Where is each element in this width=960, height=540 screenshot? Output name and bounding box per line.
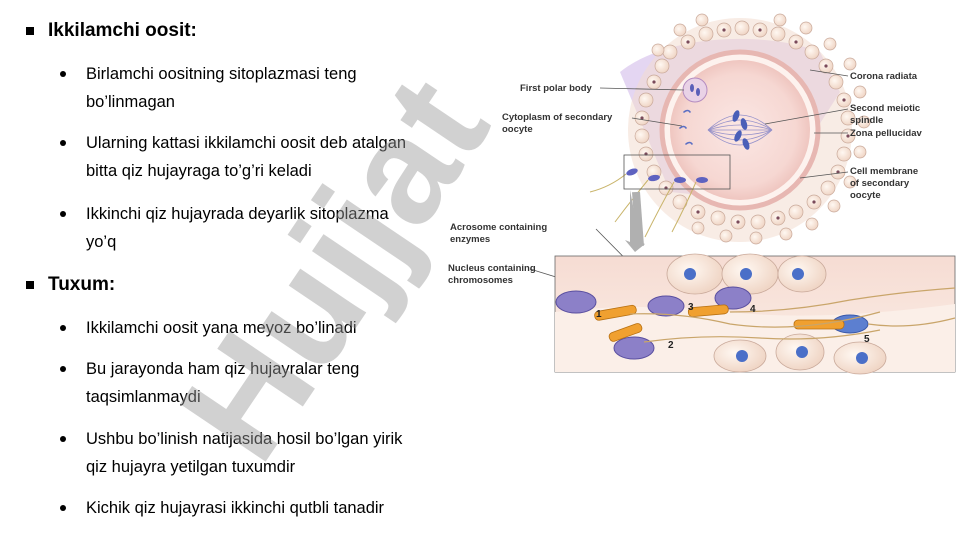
- square-bullet-icon: [26, 281, 34, 289]
- bullet-icon: [60, 211, 66, 217]
- zoom-box: [623, 154, 731, 190]
- bullet-icon: [60, 71, 66, 77]
- label-acrosome-line2: enzymes: [450, 234, 490, 245]
- list-item-text: Birlamchi oositning sitoplazmasi teng bo…: [86, 65, 357, 111]
- label-second-meiotic-line1: Second meiotic: [850, 103, 920, 114]
- label-corona-radiata: Corona radiata: [850, 71, 918, 82]
- list-item: Kichik qiz hujayrasi ikkinchi qutbli tan…: [60, 494, 410, 522]
- label-nucleus-line2: chromosomes: [448, 275, 513, 286]
- section-heading-text: Ikkilamchi oosit:: [48, 20, 197, 41]
- list-item-text: Ushbu bo’linish natijasida hosil bo’lgan…: [86, 430, 403, 476]
- bullet-icon: [60, 436, 66, 442]
- detail-panel: 1 2 3 4 5: [554, 253, 956, 375]
- list-item-text: Bu jarayonda ham qiz hujayralar teng taq…: [86, 360, 360, 406]
- label-cytoplasm-line1: Cytoplasm of secondary: [502, 112, 613, 123]
- label-cell-membrane-line1: Cell membrane: [850, 166, 918, 177]
- label-cytoplasm-line2: oocyte: [502, 124, 533, 135]
- label-zona-pellucida: Zona pellucidav: [850, 128, 923, 139]
- step-number-1: 1: [596, 309, 602, 320]
- step-number-2: 2: [668, 340, 674, 351]
- label-second-meiotic-line2: spindle: [850, 115, 883, 126]
- list-item: Ularning kattasi ikkilamchi oosit deb at…: [60, 129, 410, 185]
- oocyte-diagram: [589, 13, 871, 245]
- section-heading-text: Tuxum:: [48, 274, 116, 295]
- bullet-icon: [60, 366, 66, 372]
- step-number-3: 3: [688, 302, 694, 313]
- list-item: Bu jarayonda ham qiz hujayralar teng taq…: [60, 355, 410, 411]
- list-item: Ikkilamchi oosit yana meyoz bo’linadi: [60, 314, 410, 342]
- step-number-5: 5: [864, 334, 870, 345]
- square-bullet-icon: [26, 27, 34, 35]
- bullet-icon: [60, 505, 66, 511]
- label-nucleus-line1: Nucleus containing: [448, 263, 536, 274]
- section-heading-ikkilamchi-oosit: Ikkilamchi oosit:: [26, 20, 197, 42]
- list-item-text: Ikkinchi qiz hujayrada deyarlik sitoplaz…: [86, 205, 389, 251]
- list-item: Ushbu bo’linish natijasida hosil bo’lgan…: [60, 425, 410, 481]
- section-heading-tuxum: Tuxum:: [26, 274, 115, 296]
- step-number-4: 4: [750, 304, 756, 315]
- text-content: Ikkilamchi oosit: Birlamchi oositning si…: [0, 0, 440, 540]
- fertilization-figure: First polar body Cytoplasm of secondary …: [448, 13, 956, 375]
- list-item-text: Ularning kattasi ikkilamchi oosit deb at…: [86, 134, 407, 180]
- list-item: Birlamchi oositning sitoplazmasi teng bo…: [60, 60, 410, 116]
- bullet-icon: [60, 325, 66, 331]
- label-cell-membrane-line2: of secondary: [850, 178, 910, 189]
- label-first-polar-body: First polar body: [520, 83, 593, 94]
- label-acrosome-line1: Acrosome containing: [450, 222, 547, 233]
- bullet-icon: [60, 140, 66, 146]
- list-item-text: Kichik qiz hujayrasi ikkinchi qutbli tan…: [86, 499, 385, 517]
- list-item: Ikkinchi qiz hujayrada deyarlik sitoplaz…: [60, 200, 410, 256]
- label-cell-membrane-line3: oocyte: [850, 190, 881, 201]
- list-item-text: Ikkilamchi oosit yana meyoz bo’linadi: [86, 319, 357, 337]
- zoom-arrow-shaft: [632, 191, 644, 247]
